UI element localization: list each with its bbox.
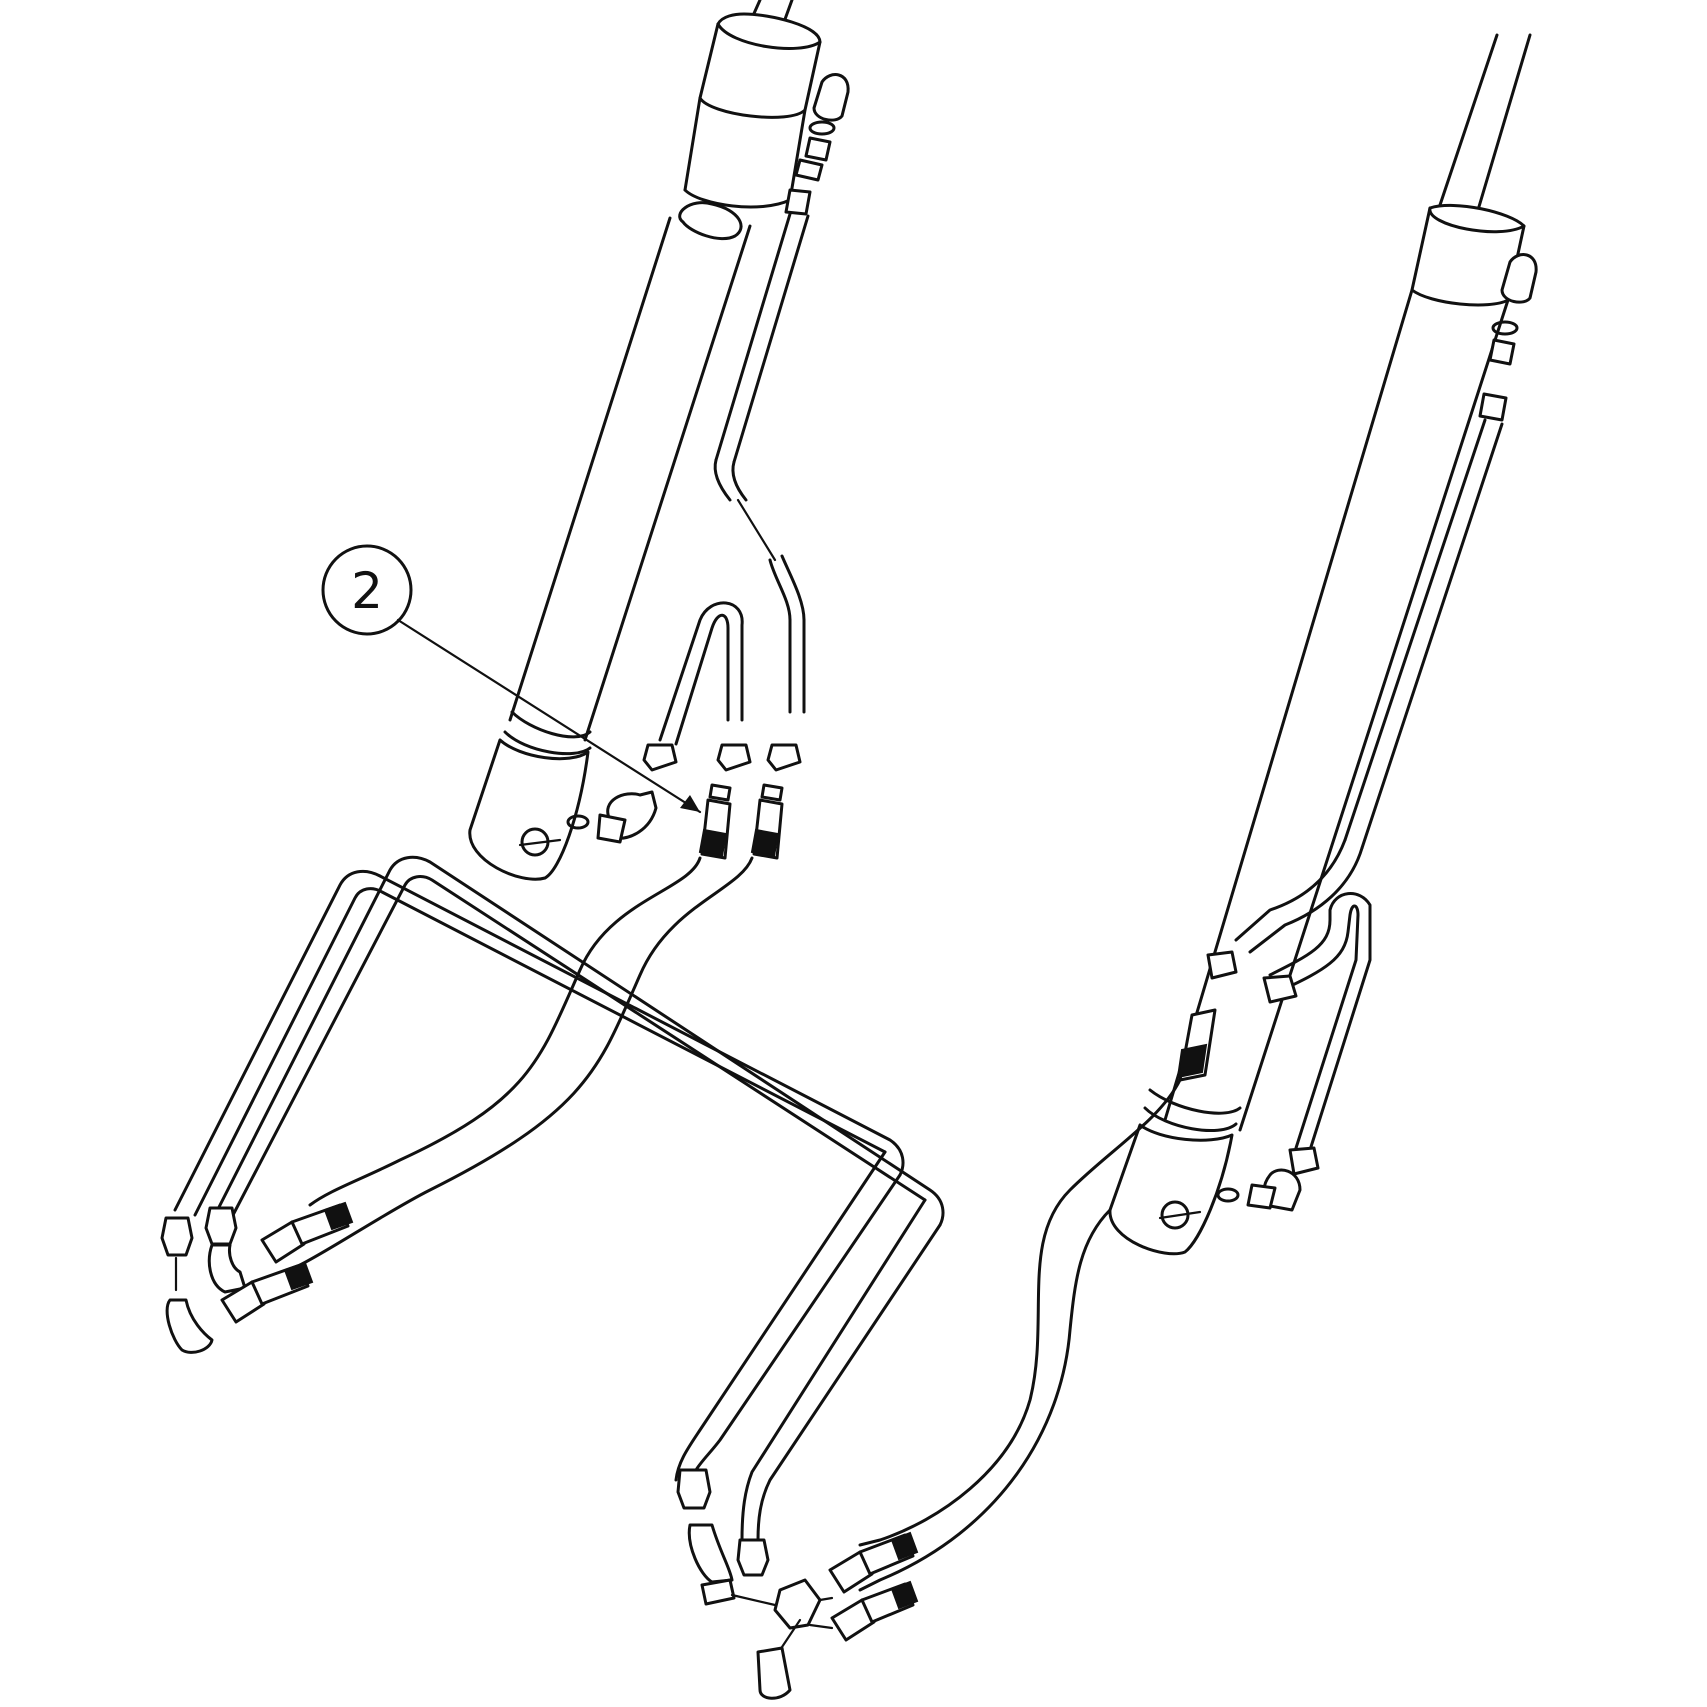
- left-bottom-connections: [160, 1201, 354, 1354]
- right-upper-tube: [1343, 418, 1504, 850]
- bottom-nut-b: [736, 1538, 770, 1577]
- left-nut-b: [716, 743, 752, 772]
- right-cylinder-clevis: [1108, 1123, 1234, 1256]
- left-upper-nipple: [804, 136, 832, 162]
- right-upper-nut: [1478, 392, 1508, 422]
- left-hydraulic-cylinder: [468, 0, 822, 881]
- right-cylinder-rod: [1438, 33, 1532, 212]
- left-u-tube: [658, 601, 744, 746]
- left-upper-fittings: [713, 73, 850, 714]
- right-hydraulic-hoses: [858, 1078, 1182, 1592]
- tube-frame-outer-1: [173, 869, 905, 1212]
- left-cylinder-gland: [698, 12, 822, 119]
- right-hose-1: [858, 1078, 1182, 1547]
- right-upper-fittings: [1216, 253, 1538, 1212]
- left-bottom-elbow-a: [165, 1298, 214, 1354]
- right-barrel-port: [1206, 950, 1238, 980]
- right-nut-b: [1288, 1146, 1320, 1176]
- right-cylinder-collar: [1143, 1088, 1242, 1132]
- rigid-steel-tubes: [173, 855, 945, 1542]
- right-cylinder-barrel: [1163, 288, 1510, 1132]
- callout-label: 2: [351, 562, 383, 620]
- left-lower-fittings: [566, 601, 802, 860]
- bottom-tee-fitting: [773, 1578, 822, 1630]
- right-nut-a: [1262, 974, 1298, 1004]
- tube-frame-outer-2: [213, 855, 945, 1227]
- left-hose-2: [298, 856, 754, 1267]
- bottom-elbow-a: [687, 1523, 734, 1584]
- callout-circle: [321, 544, 413, 636]
- left-cylinder-port-top: [678, 201, 743, 241]
- left-hose-1: [308, 856, 702, 1207]
- left-nut-c: [766, 743, 802, 772]
- right-hydraulic-cylinder: [1108, 33, 1532, 1256]
- right-upper-nipple: [1488, 338, 1516, 366]
- bottom-nut-a: [676, 1468, 712, 1510]
- tube-frame-down: [688, 1173, 942, 1542]
- right-clevis-pin-hole: [1160, 1200, 1190, 1230]
- left-cylinder-barrel: [508, 216, 752, 742]
- left-bottom-elbow-b: [207, 1243, 247, 1294]
- left-nut-a: [642, 743, 678, 772]
- callout-2: 2: [321, 544, 702, 814]
- left-upper-tube: [714, 212, 810, 464]
- bottom-tee-branch: [756, 1646, 792, 1700]
- right-dust-cap: [1500, 253, 1538, 304]
- left-hydraulic-hoses: [298, 856, 754, 1267]
- left-bottom-nut-a: [160, 1216, 194, 1257]
- left-dust-cap: [812, 73, 850, 122]
- left-cylinder-clevis: [468, 738, 590, 881]
- bottom-center-connections: [676, 1468, 919, 1700]
- left-upper-nut: [784, 188, 812, 216]
- left-bottom-nut-b: [204, 1206, 238, 1246]
- left-cylinder-collar: [503, 710, 592, 756]
- callout-arrowhead: [680, 795, 700, 812]
- callout-leader-line: [396, 618, 702, 814]
- right-hose-2: [858, 1208, 1112, 1592]
- right-u-tube: [1268, 892, 1372, 1152]
